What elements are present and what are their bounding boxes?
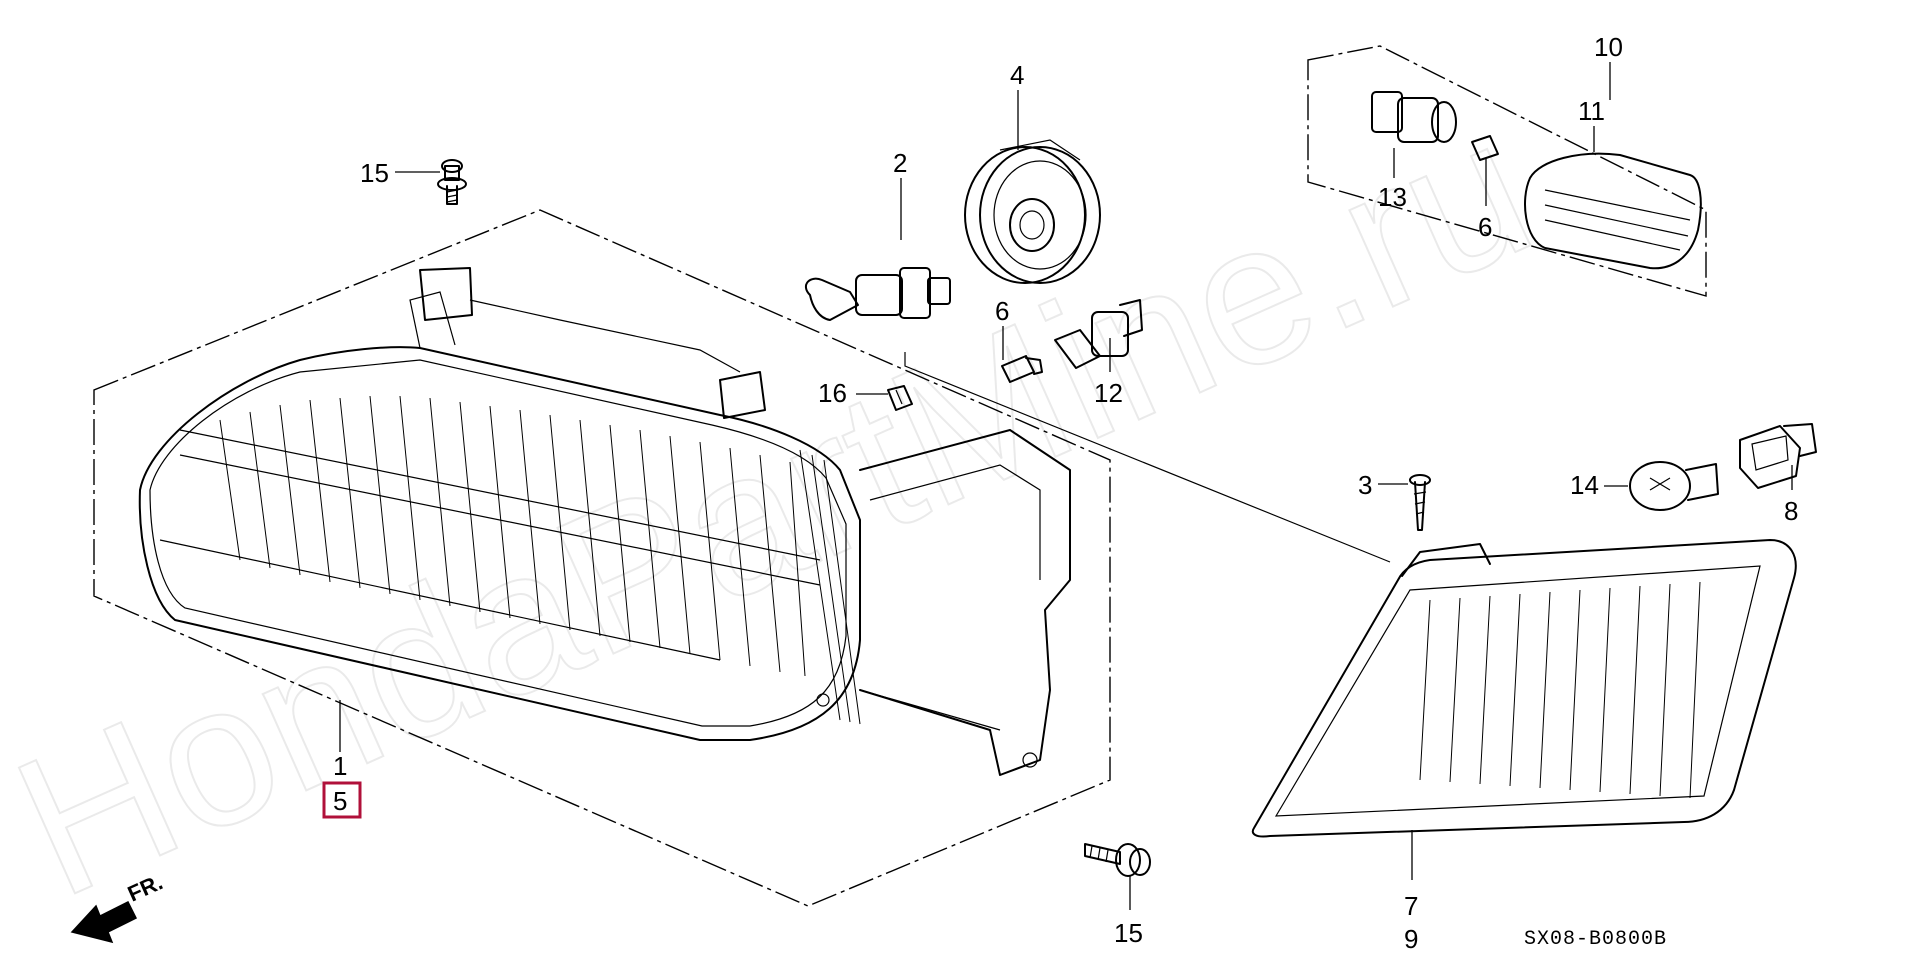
assembly-outlines	[93, 45, 1707, 907]
signal-lens-hatching	[1419, 581, 1701, 799]
callout-9: 9	[1404, 924, 1418, 954]
callout-12: 12	[1094, 378, 1123, 408]
side-marker-kit-outline	[1307, 45, 1707, 297]
diagram-code: SX08-B0800B	[1524, 928, 1667, 951]
callout-14: 14	[1570, 470, 1599, 500]
callout-2: 2	[893, 148, 907, 178]
callout-10: 10	[1594, 32, 1623, 62]
bulb-socket	[964, 139, 1101, 284]
callout-5: 5	[333, 786, 347, 816]
callout-6-lower: 6	[995, 296, 1009, 326]
retaining-clip	[887, 385, 913, 411]
callout-1: 1	[333, 751, 347, 781]
callout-labels: 1 5 2 3 4 6 6 7 9 8 10 11 12 13 14 15 15…	[322, 32, 1798, 954]
lens-hatching	[219, 395, 806, 677]
leader-lines	[339, 62, 1793, 910]
signal-bulb	[1629, 461, 1719, 511]
tapping-screw	[1409, 474, 1431, 531]
mounting-bolt-bottom	[1084, 843, 1151, 877]
mounting-bolt-top	[437, 159, 467, 205]
callout-15-top: 15	[360, 158, 389, 188]
callout-15-bottom: 15	[1114, 918, 1143, 948]
highlight-box-5	[322, 781, 362, 819]
callout-16: 16	[818, 378, 847, 408]
callout-13: 13	[1378, 182, 1407, 212]
front-arrow-icon	[70, 900, 138, 944]
bulb-leader-line	[904, 352, 1391, 563]
side-marker-socket	[1371, 91, 1457, 143]
watermark: HondaPartMine.ru	[0, 74, 1561, 940]
wedge-bulb-small	[1001, 355, 1043, 383]
side-marker-lens	[1524, 152, 1702, 270]
callout-11: 11	[1578, 96, 1605, 126]
wedge-bulb-marker	[1471, 135, 1499, 161]
watermark-text: HondaPartMine.ru	[0, 75, 1560, 939]
signal-socket	[1739, 423, 1817, 489]
callout-8: 8	[1784, 496, 1798, 526]
housing-hatching	[799, 449, 861, 725]
callout-3: 3	[1358, 470, 1372, 500]
turn-signal-lamp	[1251, 539, 1797, 838]
callout-6-upper: 6	[1478, 212, 1492, 242]
callout-4: 4	[1010, 60, 1024, 90]
headlight-assembly	[138, 267, 1071, 776]
headlight-assembly-outline	[93, 209, 1111, 907]
callout-7: 7	[1404, 891, 1418, 921]
headlight-bulb	[804, 267, 951, 321]
